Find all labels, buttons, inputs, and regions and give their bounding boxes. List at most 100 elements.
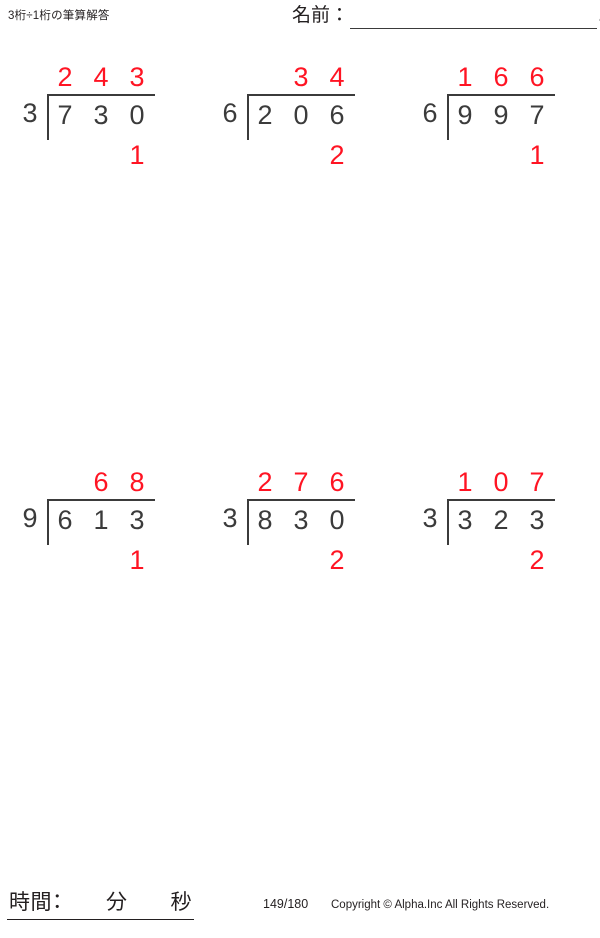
dividend-digit: 7: [57, 100, 73, 130]
dividend: 2 0 6: [247, 100, 355, 130]
problem-row: 9 6 8 6 1 3 1 3 2 7 6: [0, 465, 600, 870]
dividend-digit: 0: [329, 505, 345, 535]
page-counter: 149/180: [263, 897, 309, 911]
quotient: 2 4 3: [47, 62, 155, 92]
worksheet-footer: 時間： 分 秒 149/180 Copyright © Alpha.Inc Al…: [0, 888, 600, 938]
quotient-digit: 6: [529, 62, 545, 92]
remainder-digit: 1: [529, 140, 545, 170]
dividend-digit: 9: [493, 100, 509, 130]
remainder-digit: [447, 140, 483, 170]
divisor: 3: [422, 503, 438, 533]
dividend-digit: 1: [93, 505, 109, 535]
quotient-digit: 0: [493, 467, 509, 497]
remainder-digit: 2: [329, 140, 345, 170]
quotient-digit: 2: [257, 467, 273, 497]
quotient-digit: 6: [93, 467, 109, 497]
division-problem-3: 6 1 6 6 9 9 7 1: [400, 60, 600, 175]
quotient-digit: 1: [457, 62, 473, 92]
quotient-digit: 3: [129, 62, 145, 92]
dividend-digit: 3: [93, 100, 109, 130]
quotient: 2 7 6: [247, 467, 355, 497]
quotient-digit: [247, 62, 283, 92]
quotient-digit: 4: [93, 62, 109, 92]
remainder-digit: [483, 140, 519, 170]
name-label: 名前：: [292, 5, 350, 26]
divisor: 3: [222, 503, 238, 533]
dividend-digit: 2: [257, 100, 273, 130]
divisor: 3: [22, 98, 38, 128]
remainder: 2: [247, 140, 355, 170]
name-trailing-dot: .: [598, 3, 600, 29]
problem-row: 3 2 4 3 7 3 0 1 6 3 4: [0, 60, 600, 465]
problem-grid: 3 2 4 3 7 3 0 1 6 3 4: [0, 60, 600, 870]
quotient-digit: 2: [57, 62, 73, 92]
divisor: 9: [22, 503, 38, 533]
remainder-digit: [47, 545, 83, 575]
dividend-digit: 3: [457, 505, 473, 535]
long-division-bracket: [47, 94, 155, 140]
dividend: 8 3 0: [247, 505, 355, 535]
remainder-digit: [83, 140, 119, 170]
remainder-digit: [483, 545, 519, 575]
remainder-digit: 2: [529, 545, 545, 575]
quotient-digit: 6: [493, 62, 509, 92]
quotient-digit: 7: [293, 467, 309, 497]
division-problem-1: 3 2 4 3 7 3 0 1: [0, 60, 200, 175]
long-division-bracket: [447, 499, 555, 545]
dividend-digit: 9: [457, 100, 473, 130]
remainder-digit: 2: [329, 545, 345, 575]
divisor: 6: [222, 98, 238, 128]
remainder: 2: [247, 545, 355, 575]
page-title: 3桁÷1桁の筆算解答: [8, 10, 110, 22]
dividend-digit: 3: [529, 505, 545, 535]
quotient: 6 8: [47, 467, 155, 497]
copyright-notice: Copyright © Alpha.Inc All Rights Reserve…: [331, 899, 550, 911]
remainder-digit: [247, 140, 283, 170]
dividend: 9 9 7: [447, 100, 555, 130]
quotient-digit: 6: [329, 467, 345, 497]
dividend: 6 1 3: [47, 505, 155, 535]
dividend-digit: 7: [529, 100, 545, 130]
long-division-bracket: [447, 94, 555, 140]
remainder: 1: [447, 140, 555, 170]
remainder-digit: [283, 140, 319, 170]
remainder: 1: [47, 140, 155, 170]
dividend: 3 2 3: [447, 505, 555, 535]
name-input[interactable]: [350, 7, 598, 29]
remainder-digit: 1: [129, 545, 145, 575]
dividend-digit: 6: [329, 100, 345, 130]
long-division-bracket: [247, 499, 355, 545]
remainder-digit: [447, 545, 483, 575]
quotient-digit: 7: [529, 467, 545, 497]
division-problem-4: 9 6 8 6 1 3 1: [0, 465, 200, 580]
time-field[interactable]: 時間： 分 秒: [7, 888, 194, 920]
long-division-bracket: [247, 94, 355, 140]
remainder-digit: [47, 140, 83, 170]
division-problem-2: 6 3 4 2 0 6 2: [200, 60, 400, 175]
quotient-digit: [47, 467, 83, 497]
quotient: 1 0 7: [447, 467, 555, 497]
quotient-digit: 4: [329, 62, 345, 92]
dividend-digit: 8: [257, 505, 273, 535]
remainder-digit: [83, 545, 119, 575]
dividend-digit: 2: [493, 505, 509, 535]
name-field-block: 名前： .: [292, 3, 600, 29]
dividend-digit: 6: [57, 505, 73, 535]
division-problem-5: 3 2 7 6 8 3 0 2: [200, 465, 400, 580]
dividend-digit: 0: [129, 100, 145, 130]
dividend-digit: 0: [293, 100, 309, 130]
quotient: 3 4: [247, 62, 355, 92]
remainder-digit: [247, 545, 283, 575]
dividend: 7 3 0: [47, 100, 155, 130]
division-problem-6: 3 1 0 7 3 2 3 2: [400, 465, 600, 580]
divisor: 6: [422, 98, 438, 128]
quotient-digit: 3: [293, 62, 309, 92]
quotient-digit: 8: [129, 467, 145, 497]
worksheet-header: 3桁÷1桁の筆算解答 名前： .: [0, 0, 600, 46]
remainder-digit: 1: [129, 140, 145, 170]
long-division-bracket: [47, 499, 155, 545]
remainder-digit: [283, 545, 319, 575]
remainder: 2: [447, 545, 555, 575]
quotient-digit: 1: [457, 467, 473, 497]
dividend-digit: 3: [129, 505, 145, 535]
